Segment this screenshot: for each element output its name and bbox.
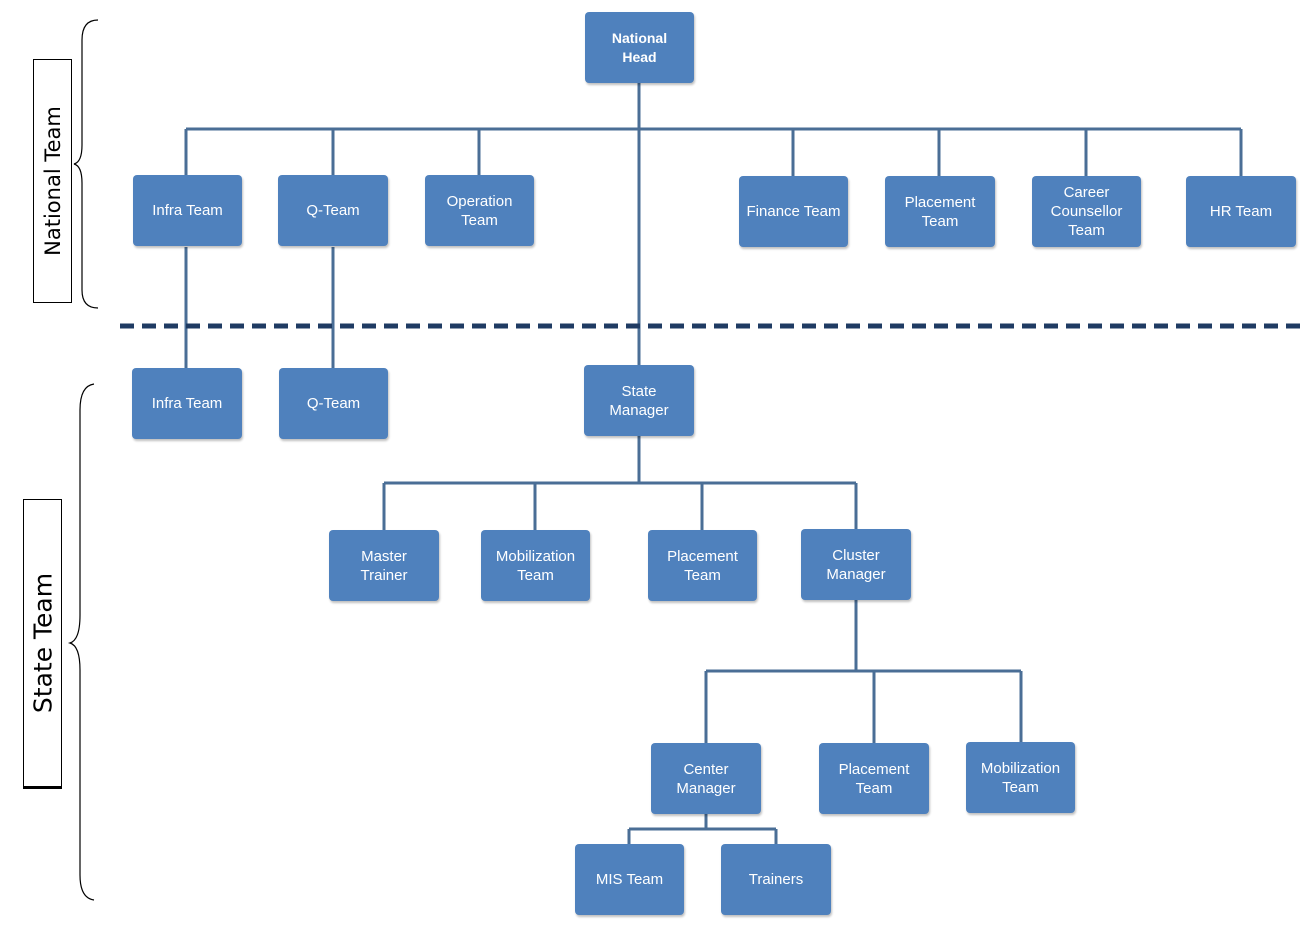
node-state-manager: State Manager (584, 365, 694, 436)
node-state-q-team: Q-Team (279, 368, 388, 439)
node-cluster-placement-team: Placement Team (819, 743, 929, 814)
node-national-finance-team: Finance Team (739, 176, 848, 247)
node-national-infra-team: Infra Team (133, 175, 242, 246)
node-cluster-mobilization-team: Mobilization Team (966, 742, 1075, 813)
node-cluster-manager: Cluster Manager (801, 529, 911, 600)
node-national-hr-team: HR Team (1186, 176, 1296, 247)
node-master-trainer: Master Trainer (329, 530, 439, 601)
state-team-brace (67, 383, 95, 901)
node-state-mobilization-team: Mobilization Team (481, 530, 590, 601)
node-national-q-team: Q-Team (278, 175, 388, 246)
node-trainers: Trainers (721, 844, 831, 915)
national-team-label-box: National Team (33, 59, 72, 303)
national-team-label: National Team (40, 106, 65, 256)
state-team-label: State Team (28, 572, 57, 714)
national-team-brace (73, 19, 99, 309)
state-team-label-box: State Team (23, 499, 62, 789)
node-national-career-counsellor-team: Career Counsellor Team (1032, 176, 1141, 247)
node-state-infra-team: Infra Team (132, 368, 242, 439)
node-state-placement-team: Placement Team (648, 530, 757, 601)
node-national-placement-team: Placement Team (885, 176, 995, 247)
node-center-manager: Center Manager (651, 743, 761, 814)
node-mis-team: MIS Team (575, 844, 684, 915)
node-national-head: National Head (585, 12, 694, 83)
node-national-operation-team: Operation Team (425, 175, 534, 246)
